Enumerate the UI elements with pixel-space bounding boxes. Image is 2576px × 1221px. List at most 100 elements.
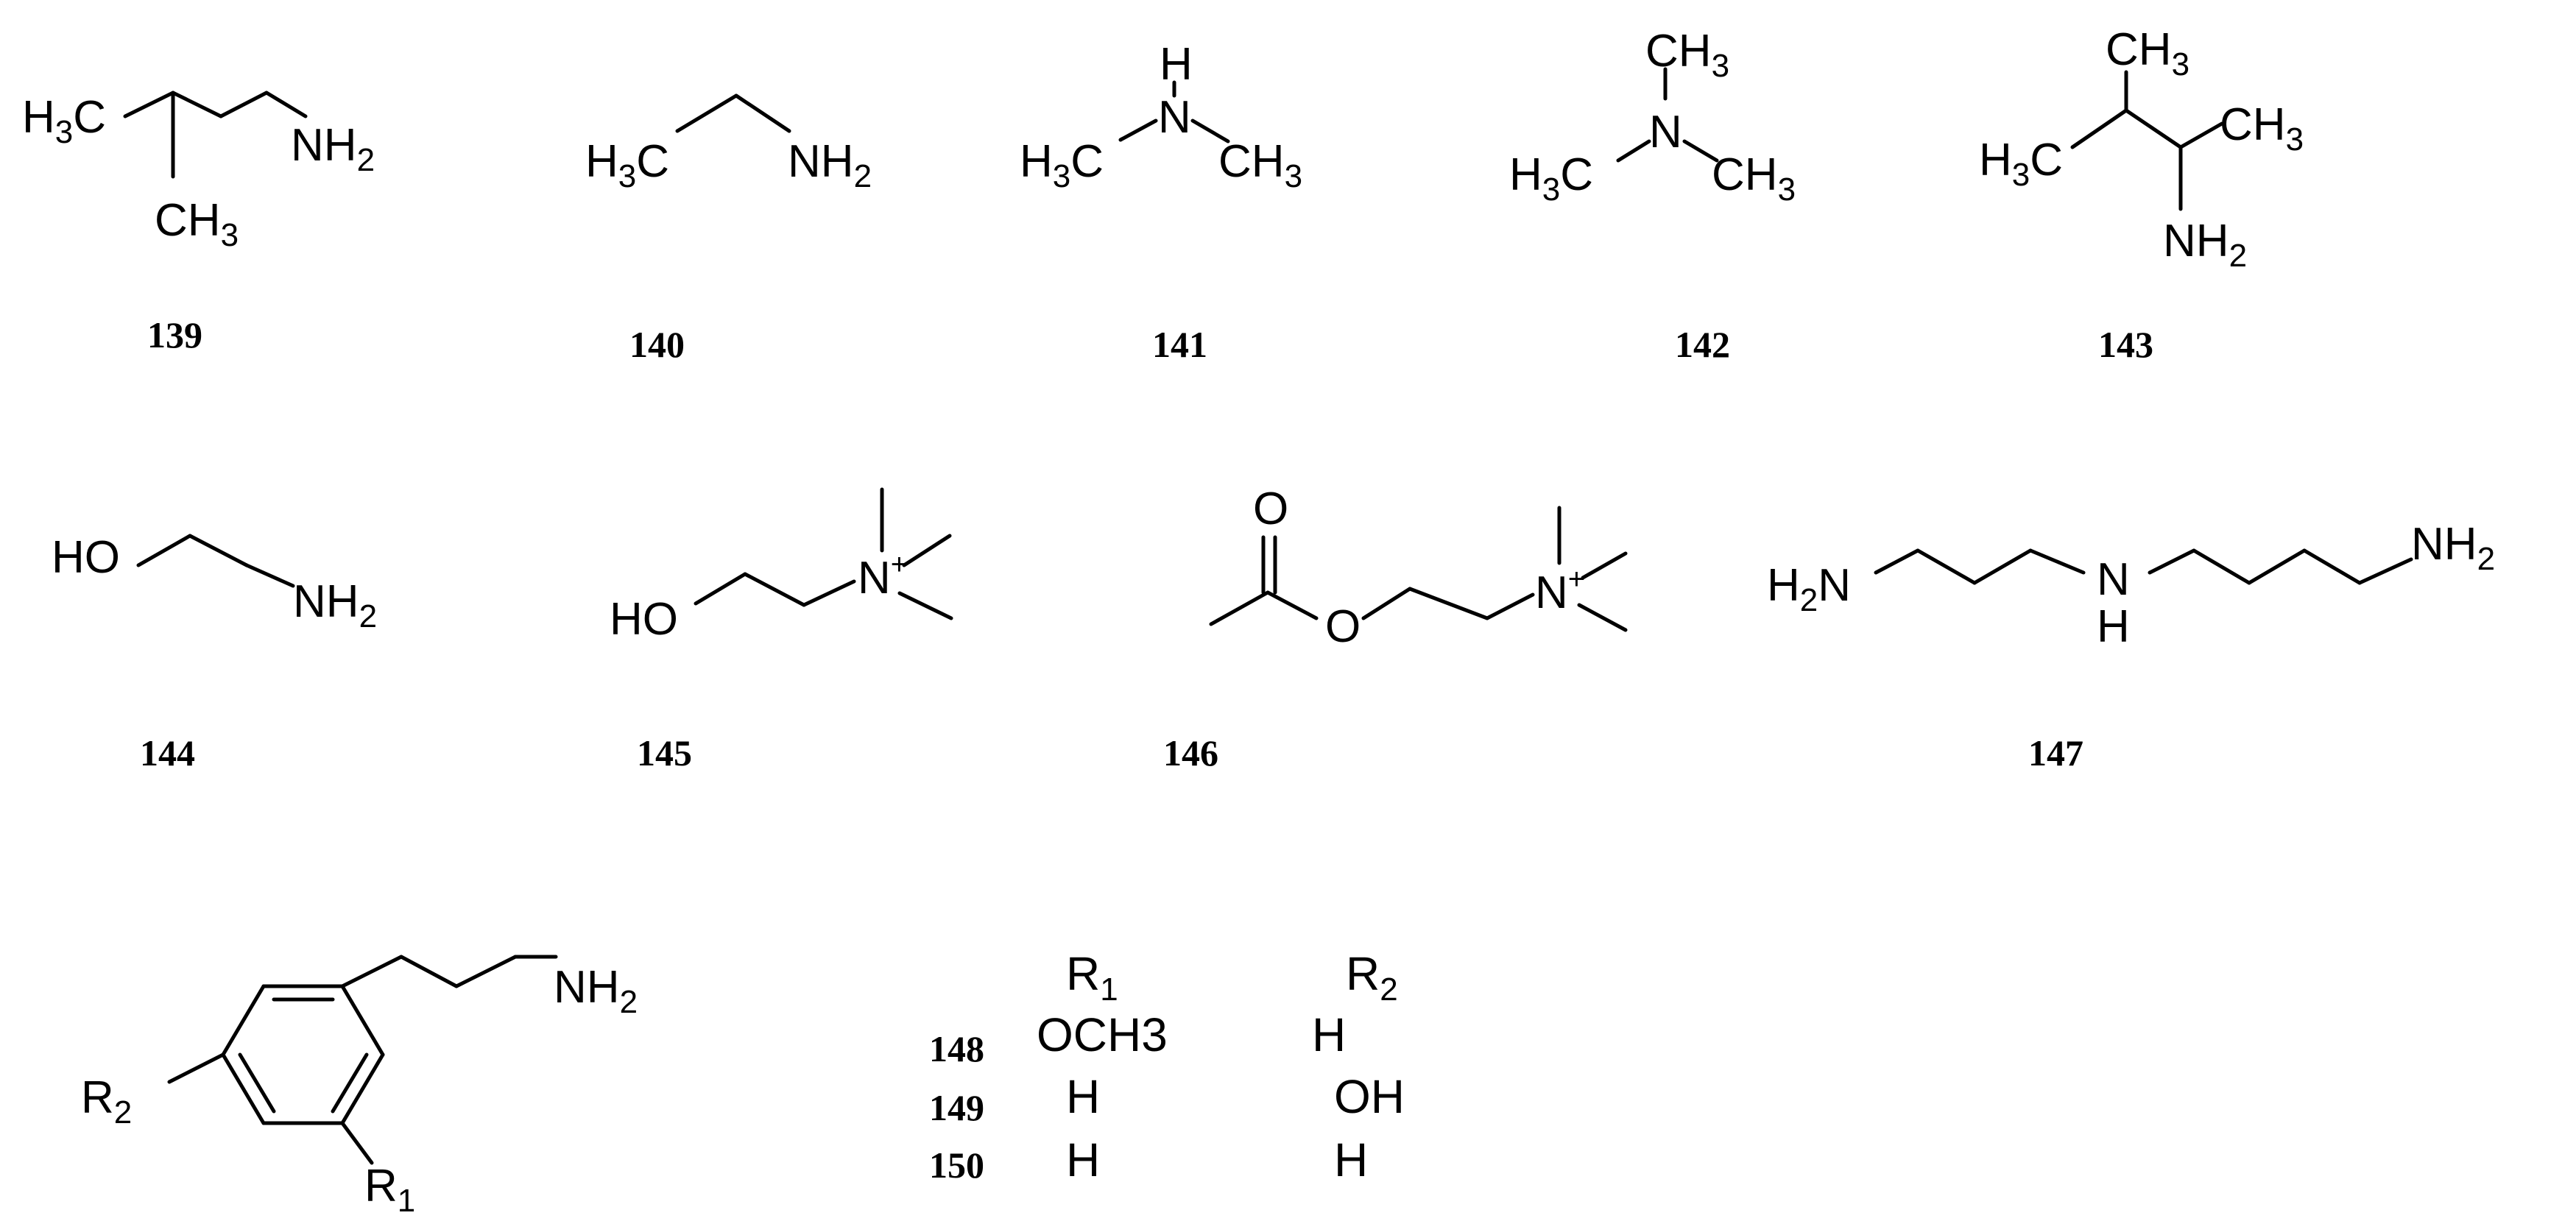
- compound-number: 149: [929, 1087, 984, 1128]
- phenethylamine-scaffold: NH2 R2 R1: [81, 955, 638, 1219]
- compound-number: 139: [147, 314, 202, 355]
- bond: [2124, 108, 2183, 149]
- compound-144: HO NH2 145 144: [52, 532, 377, 774]
- atom-label-ch3-top: CH3: [1645, 26, 1729, 84]
- atom-label-o-carbonyl: O: [1253, 484, 1288, 534]
- bond: [331, 1052, 369, 1114]
- bond: [802, 579, 856, 607]
- bond: [221, 1052, 266, 1125]
- bond: [1916, 548, 1977, 585]
- bond: [2357, 557, 2413, 585]
- atom-label-n: N: [1649, 107, 1682, 158]
- atom-label-r2: R2: [81, 1072, 132, 1130]
- atom-label-ho: HO: [52, 532, 120, 583]
- bond: [1874, 548, 1920, 575]
- bond: [1485, 592, 1535, 620]
- bond: [2070, 108, 2128, 149]
- atom-label-h: H: [1160, 39, 1193, 90]
- atom-label-n: N+: [1535, 563, 1585, 618]
- table-header-r2: R2: [1346, 947, 1398, 1008]
- atom-label-h3c: H3C: [1509, 149, 1593, 208]
- compound-number: 140: [629, 324, 685, 365]
- compound-139: H3C NH2 CH3 139: [22, 91, 375, 355]
- atom-label-n: N: [2097, 554, 2130, 605]
- compound-number: 146: [1163, 732, 1218, 774]
- bond: [167, 1052, 225, 1084]
- bond: [340, 1052, 385, 1125]
- table-cell-r2: OH: [1334, 1070, 1405, 1123]
- compound-145: HO N+ 145: [610, 487, 953, 774]
- bond: [2302, 548, 2362, 585]
- compound-142: CH3 N H3C CH3 142: [1509, 26, 1796, 365]
- bond: [1682, 139, 1719, 163]
- bond: [171, 91, 223, 118]
- compound-number: 142: [1675, 324, 1730, 365]
- bond: [2028, 548, 2086, 575]
- bond: [1209, 590, 1270, 626]
- compound-number: 144: [140, 732, 195, 774]
- bond: [1118, 118, 1158, 142]
- atom-label-nh2: NH2: [788, 136, 872, 194]
- compound-number: 143: [2098, 324, 2153, 365]
- atom-label-h3c: H3C: [585, 136, 669, 194]
- atom-label-nh2: NH2: [291, 120, 375, 178]
- atom-label-h: H: [2097, 601, 2130, 652]
- bond: [675, 93, 738, 133]
- bond: [2148, 548, 2196, 575]
- compound-number: 145: [637, 732, 692, 774]
- bond: [219, 91, 269, 118]
- atom-label-ch3-top: CH3: [2106, 24, 2189, 82]
- bond: [902, 534, 952, 567]
- bond: [1581, 551, 1628, 580]
- table-cell-r1: OCH3: [1037, 1008, 1168, 1061]
- atom-label-ch3-right: CH3: [1712, 149, 1796, 208]
- bond: [1361, 587, 1412, 620]
- bond: [1408, 587, 1489, 620]
- table-cell-r1: H: [1066, 1070, 1100, 1123]
- atom-label-ch3: CH3: [1218, 136, 1302, 194]
- atom-label-nh2: NH2: [554, 962, 638, 1020]
- bond: [1190, 118, 1230, 144]
- compound-number: 147: [2028, 732, 2083, 774]
- atom-label-h2n: H2N: [1767, 560, 1851, 618]
- table-row: 148 OCH3 H: [929, 1008, 1346, 1069]
- substituent-table: R1 R2 148 OCH3 H 149 H OH 150 H H: [929, 947, 1405, 1186]
- bond: [264, 91, 308, 118]
- bond: [136, 534, 192, 567]
- bond: [897, 591, 953, 620]
- atom-label-h3c: H3C: [1979, 135, 2063, 193]
- atom-label-ho: HO: [610, 594, 678, 645]
- table-row: 149 H OH: [929, 1070, 1405, 1128]
- compound-147: H2N N H NH2 147: [1767, 519, 2495, 774]
- table-row: 150 H H: [929, 1133, 1368, 1186]
- bond: [238, 1052, 276, 1114]
- compound-143: CH3 H3C CH3 NH2 143: [1979, 24, 2304, 365]
- bond: [2178, 121, 2224, 149]
- atom-label-n: N: [1158, 92, 1191, 143]
- atom-label-nh2: NH2: [293, 576, 377, 634]
- table-cell-r2: H: [1334, 1133, 1368, 1186]
- bond: [399, 955, 459, 988]
- bond: [2247, 548, 2307, 585]
- bond: [1616, 139, 1651, 163]
- table-header-r1: R1: [1066, 947, 1118, 1008]
- atom-label-r1: R1: [364, 1161, 415, 1219]
- bond: [123, 91, 175, 118]
- bond: [734, 93, 791, 133]
- atom-label-h3c: H3C: [22, 92, 106, 150]
- bond: [188, 534, 249, 567]
- bond: [1577, 603, 1628, 632]
- bond: [340, 1121, 374, 1165]
- atom-label-o-ester: O: [1325, 601, 1361, 652]
- bond: [454, 955, 518, 988]
- bond: [340, 955, 403, 988]
- compound-number: 148: [929, 1028, 984, 1069]
- atom-label-h3c: H3C: [1020, 136, 1104, 194]
- bond: [743, 572, 806, 607]
- bond: [2192, 548, 2251, 585]
- table-cell-r2: H: [1312, 1008, 1346, 1061]
- atom-label-nh2: NH2: [2163, 216, 2247, 274]
- compound-141: H N H3C CH3 141: [1020, 39, 1302, 365]
- bond: [244, 563, 295, 588]
